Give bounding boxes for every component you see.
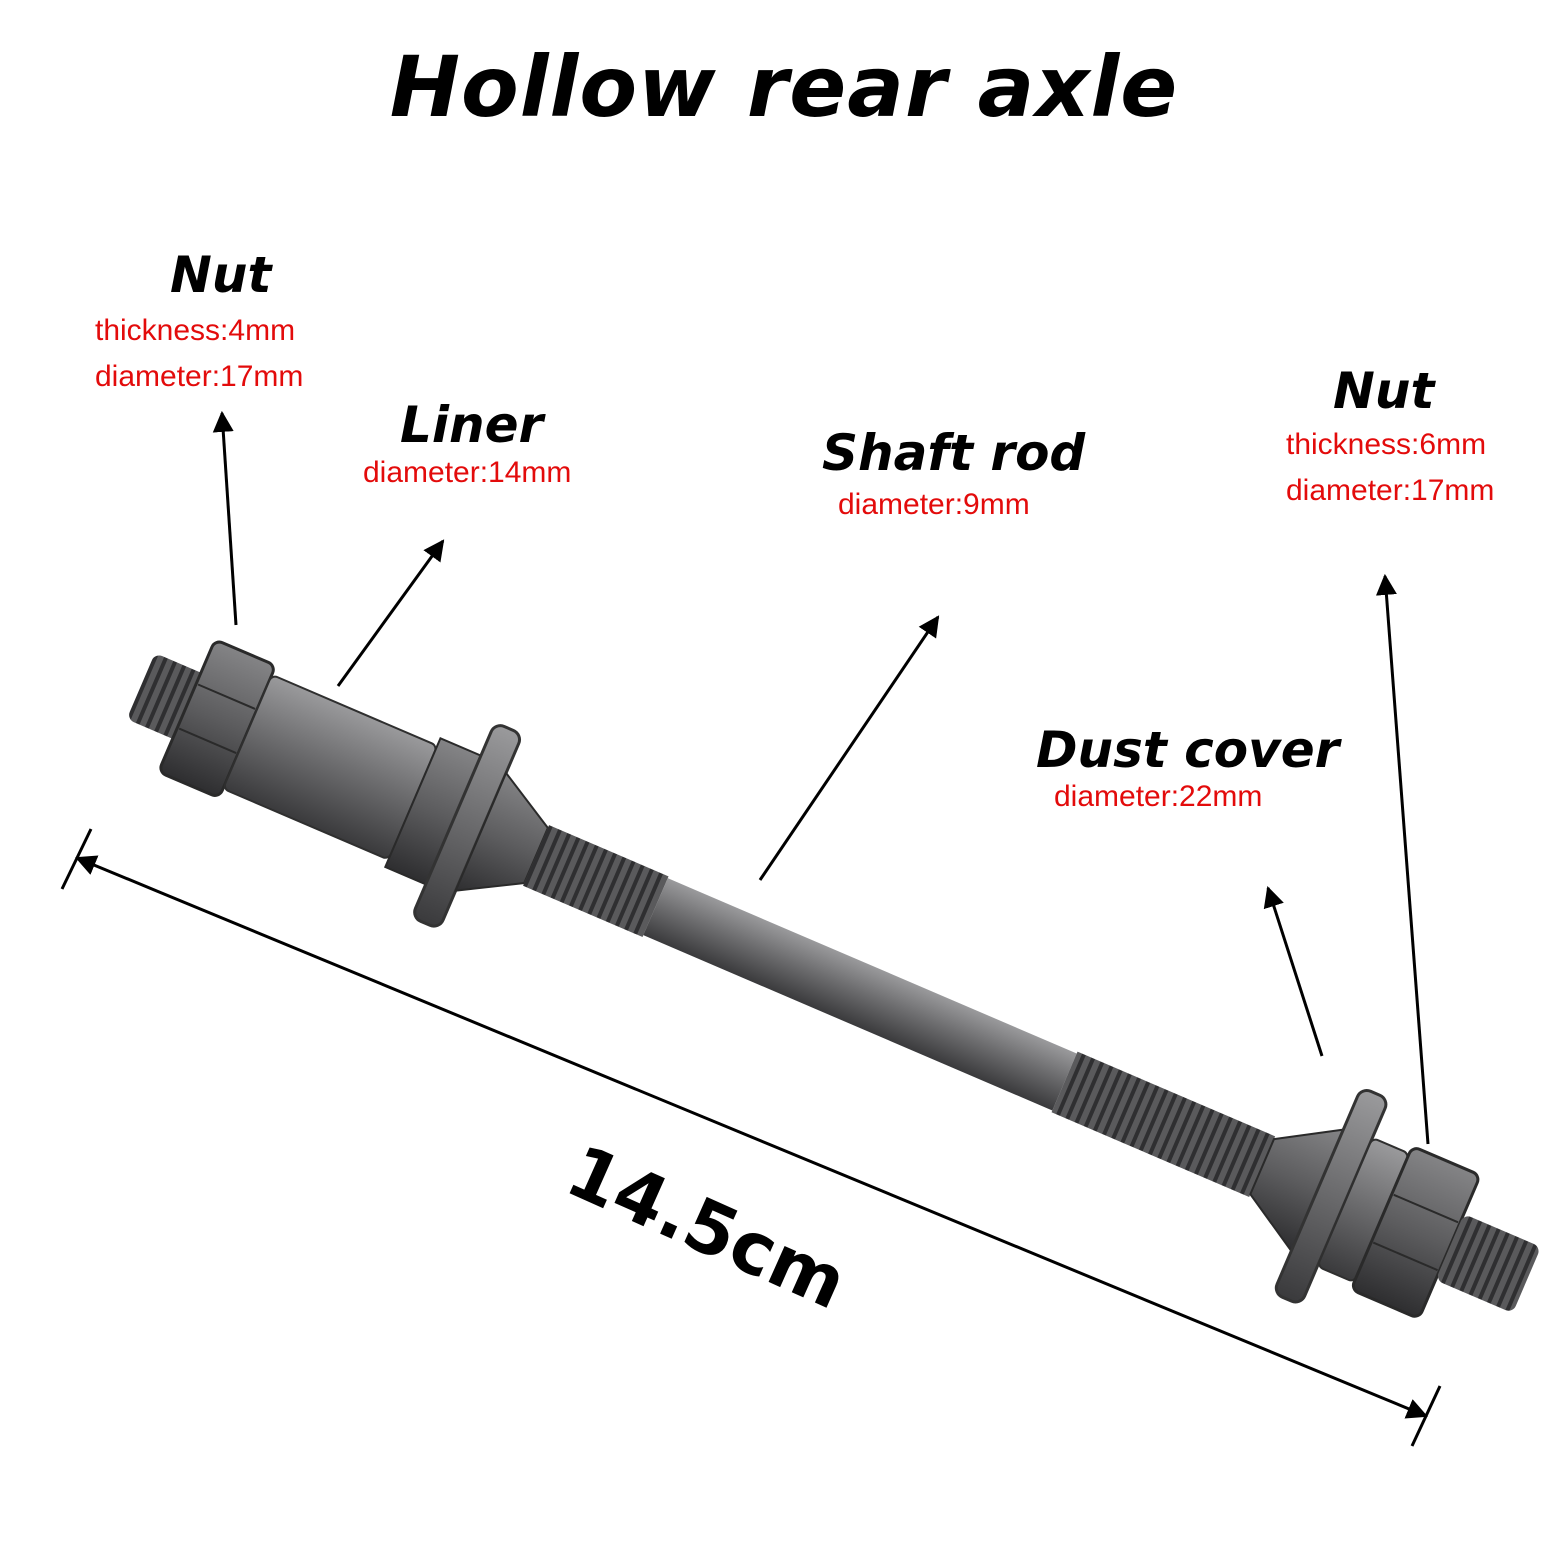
spec-nut-right-thickness: thickness:6mm	[1286, 428, 1487, 461]
spec-nut-left-thickness: thickness:4mm	[95, 314, 296, 347]
label-nut-left: Nut	[170, 246, 272, 304]
leader-arrow-nut-right	[1375, 573, 1430, 1145]
label-shaft-rod: Shaft rod	[822, 424, 1086, 482]
leader-arrow-shaft-rod	[758, 615, 940, 881]
right-thread-end	[1437, 1216, 1539, 1311]
diagram-title: Hollow rear axle	[389, 38, 1179, 136]
spec-shaft-rod-diameter: diameter:9mm	[838, 488, 1030, 521]
shaft-rod-body	[643, 878, 1077, 1111]
label-dust-cover: Dust cover	[1036, 721, 1340, 779]
shaft-thread-left	[523, 825, 669, 937]
label-nut-right: Nut	[1333, 362, 1435, 420]
spec-nut-left-diameter: diameter:17mm	[95, 360, 304, 393]
spec-liner-diameter: diameter:14mm	[363, 456, 572, 489]
leader-arrow-dust-cover	[1263, 886, 1324, 1057]
spec-dust-cover-diameter: diameter:22mm	[1054, 780, 1263, 813]
leader-arrow-nut-left	[212, 410, 238, 626]
spec-nut-right-diameter: diameter:17mm	[1286, 474, 1495, 507]
shaft-thread-right	[1051, 1051, 1276, 1198]
leader-arrow-liner	[336, 539, 445, 687]
length-dimension	[60, 828, 1442, 1447]
label-liner: Liner	[400, 396, 544, 454]
